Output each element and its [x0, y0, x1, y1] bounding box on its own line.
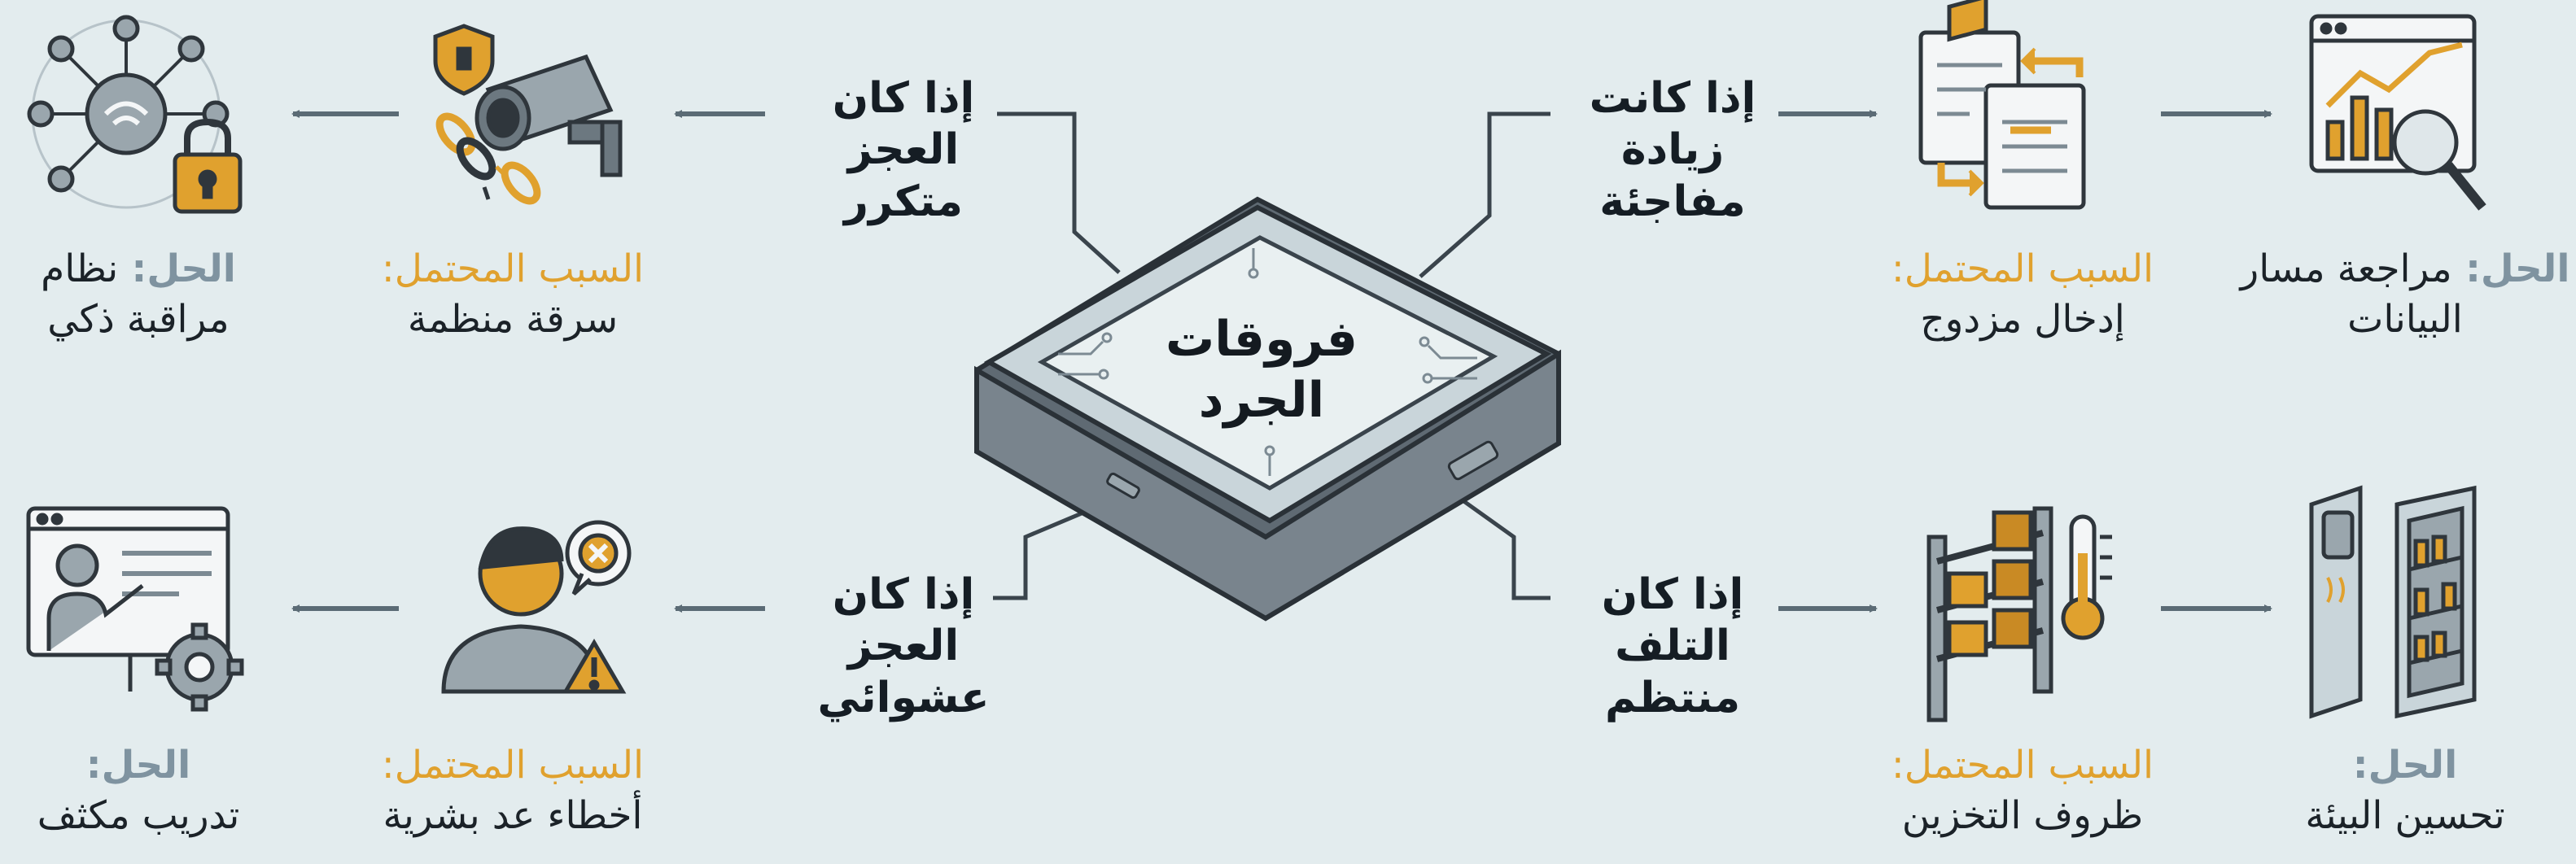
data-analysis-chart-icon: [2309, 14, 2486, 211]
solution-label: الحل:: [85, 743, 191, 788]
solution-intensive-training: الحل: تدريب مكثف: [0, 740, 293, 841]
cause-double-entry: السبب المحتمل: إدخال مزدوج: [1852, 244, 2193, 345]
solution-text: تحسين البيئة: [2305, 793, 2505, 839]
solution-text: مراجعة مسار البيانات: [2240, 247, 2463, 343]
cause-label: السبب المحتمل:: [1891, 247, 2154, 291]
condition-regular-damage: إذا كان التلف منتظم: [1601, 570, 1744, 722]
condition-sudden-increase: إذا كانت زيادة مفاجئة: [1589, 74, 1756, 226]
solution-label: الحل:: [2451, 247, 2570, 291]
solution-review-data-path: الحل: مراجعة مسار البيانات: [2234, 244, 2576, 345]
cause-label: السبب المحتمل:: [1891, 743, 2154, 788]
cause-text: أخطاء عد بشرية: [383, 793, 643, 839]
condition-recurring-shortage: إذا كان العجز متكرر: [832, 74, 975, 226]
storage-cabinet-icon: [2309, 485, 2477, 719]
cause-organized-theft: السبب المحتمل: سرقة منظمة: [342, 244, 684, 345]
solution-improve-environment: الحل: تحسين البيئة: [2234, 740, 2576, 841]
cause-text: ظروف التخزين: [1901, 793, 2144, 839]
warehouse-shelf-thermometer-icon: [1927, 0, 2112, 722]
solution-label: الحل:: [2352, 743, 2458, 788]
cause-storage-conditions: السبب المحتمل: ظروف التخزين: [1852, 740, 2193, 841]
solution-smart-monitoring: الحل: نظام مراقبة ذكي: [0, 244, 293, 345]
cause-human-counting-errors: السبب المحتمل: أخطاء عد بشرية: [342, 740, 684, 841]
cause-label: السبب المحتمل:: [381, 743, 645, 788]
cause-text: إدخال مزدوج: [1920, 297, 2125, 343]
solution-text: تدريب مكثف: [37, 793, 240, 839]
condition-random-shortage: إذا كان العجز عشوائي: [817, 570, 990, 722]
connector-bottom-left: [993, 502, 1104, 600]
network-lock-icon: [27, 15, 243, 214]
training-presentation-icon: [26, 506, 244, 712]
connector-bottom-right: [1455, 494, 1550, 600]
cause-text: سرقة منظمة: [407, 297, 619, 343]
security-camera-broken-chain-icon: [433, 24, 623, 205]
worker-warning-icon: [441, 520, 632, 694]
connector-top-right: [1419, 111, 1550, 278]
solution-label: الحل:: [118, 247, 236, 291]
solution-text: نظام مراقبة ذكي: [41, 247, 230, 343]
cause-label: السبب المحتمل:: [381, 247, 645, 291]
center-title: فروقات الجرد: [1165, 311, 1358, 429]
connector-top-left: [997, 111, 1121, 274]
inventory-device-icon: [974, 196, 1561, 622]
duplicate-documents-icon: [1918, 30, 2086, 210]
